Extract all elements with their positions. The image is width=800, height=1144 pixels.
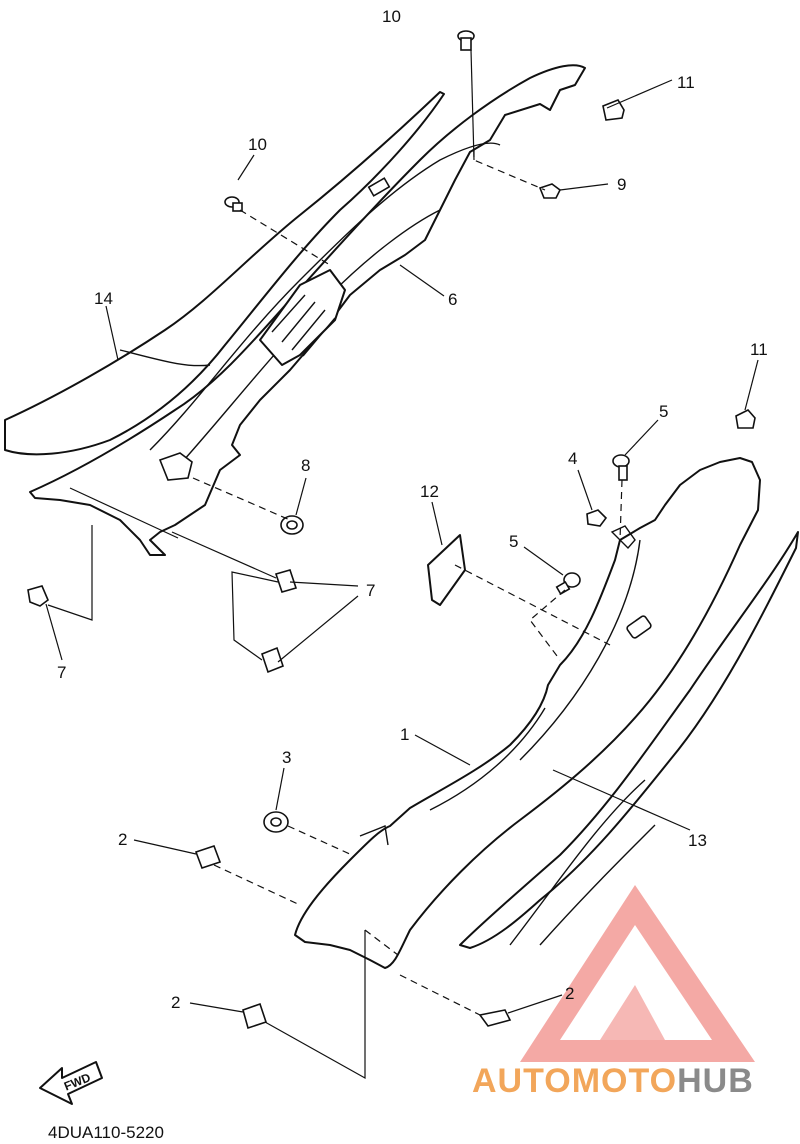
callout-11: 11: [677, 73, 695, 92]
part-1-side-body: [294, 457, 761, 969]
callout-6: 6: [448, 290, 457, 309]
leader-lines: [45, 49, 759, 1014]
callout-1: 1: [400, 725, 409, 744]
callout-10: 10: [248, 135, 267, 154]
part-11-clip-top-icon: [602, 99, 625, 121]
callout-4: 4: [568, 449, 577, 468]
callout-2: 2: [118, 830, 127, 849]
watermark-part-hub: HUB: [677, 1062, 754, 1100]
part-10-screw-top-icon: [457, 30, 475, 51]
callout-labels: 10 11 10 9 6 14 11 5 4 8 12 5 7 7 1 3 13…: [57, 7, 768, 1012]
part-5-screw-lower-icon: [555, 572, 581, 596]
callout-14: 14: [94, 289, 113, 308]
callout-10: 10: [382, 7, 401, 26]
part-13-side-cover: [459, 531, 799, 949]
part-2-clip-lower-icon: [242, 1002, 268, 1030]
part-11-clip-right-icon: [735, 409, 756, 429]
diagram-code: 4DUA110-5220: [48, 1123, 164, 1142]
callout-11: 11: [750, 340, 768, 359]
part-4-nut-icon: [586, 509, 608, 527]
callout-5: 5: [659, 402, 668, 421]
watermark-text: AUTOMOTOHUB: [472, 1062, 754, 1100]
callout-5: 5: [509, 532, 518, 551]
watermark-part-auto: AUTO: [472, 1062, 572, 1100]
callout-7: 7: [57, 663, 66, 682]
part-7-clip-left-icon: [27, 585, 49, 607]
watermark-logo-icon: [520, 885, 755, 1062]
part-9-nut-icon: [538, 183, 562, 199]
part-6-stud-icon: [158, 452, 193, 481]
part-12-pad: [427, 534, 466, 606]
callout-8: 8: [301, 456, 310, 475]
watermark-part-moto: MOTO: [572, 1062, 677, 1100]
callout-3: 3: [282, 748, 291, 767]
part-2-clip-right-icon: [478, 1009, 512, 1027]
part-7-clip-mid-icon: [274, 569, 298, 593]
part-7-clip-low-icon: [261, 646, 284, 674]
assembly-lines: [47, 150, 623, 1080]
part-5-screw-top-icon: [612, 454, 630, 481]
callout-2: 2: [171, 993, 180, 1012]
fwd-arrow-icon: FWD: [39, 1061, 103, 1105]
callout-12: 12: [420, 482, 439, 501]
part-14-side-cover: [4, 91, 445, 456]
callout-13: 13: [688, 831, 707, 850]
callout-7: 7: [366, 581, 375, 600]
callout-2: 2: [565, 984, 574, 1003]
part-8-grommet-icon: [280, 515, 304, 535]
callout-9: 9: [617, 175, 626, 194]
part-10-screw-left-icon: [224, 196, 243, 212]
part-2-clip-upper-icon: [194, 844, 222, 870]
part-3-grommet-icon: [263, 811, 289, 833]
